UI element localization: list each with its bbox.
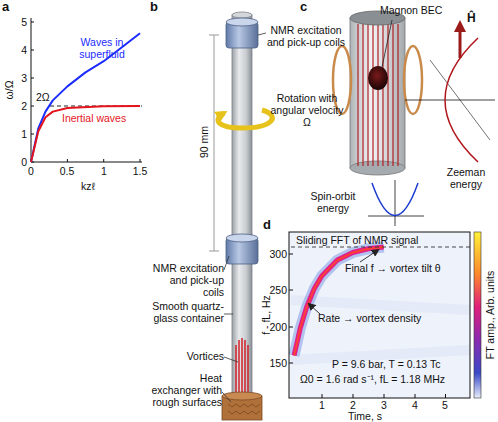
tick-label: 0.5 [55,165,79,177]
dimension-label: 90 mm [198,126,210,158]
tick-label: 1.5 [128,165,152,177]
part-label: Magnon BEC [380,4,442,16]
tick-label: 2 [345,399,361,411]
part-label: Rotation with angular velocity Ω [266,92,348,128]
axis-title: Time, s [348,410,382,422]
tick-label: 300 [266,248,287,260]
parameter-note: Ω0 = 1.6 rad s⁻¹, fL = 1.18 MHz [300,373,445,385]
curve-label: 2Ω [36,91,50,103]
curve-label: Inertial waves [62,112,126,124]
panel-letter: a [2,0,9,15]
tick-label: 5 [437,399,453,411]
dispersion-plot [31,18,142,162]
annotation: Final f → vortex tilt θ [345,262,441,274]
field-label: Ĥ [467,12,476,26]
tick-label: 1 [7,128,27,140]
axis-title: kzℓ [68,180,108,192]
part-label: Vortices [148,350,224,362]
curve-label: Waves in superfluid [62,36,142,60]
tick-label: 1 [92,165,116,177]
tick-label: 4 [407,399,423,411]
panel-letter: c [300,0,307,15]
part-label: Heat exchanger with rough surfaces [148,372,222,408]
curve-label: Zeeman energy [436,166,496,190]
part-label: NMR excitation and pick-up coils [148,262,224,298]
plot-title: Sliding FFT of NMR signal [296,234,418,246]
tick-label: 0 [19,165,43,177]
tick-label: 1 [314,399,330,411]
tick-label: 5 [7,16,27,28]
part-label: Smooth quartz-glass container [148,300,224,324]
panel-letter: b [150,0,158,15]
tick-label: 2 [7,100,27,112]
curve-label: Spin-orbit energy [296,190,370,214]
magnon-bec-illustration [333,11,495,226]
tick-label: 250 [266,284,287,296]
tick-label: 3 [376,399,392,411]
part-label: NMR excitation and pick-up coils [266,24,346,48]
axis-title: ω/Ω [3,81,15,100]
annotation: Rate → vortex density [318,312,421,324]
tick-label: 200 [266,321,287,333]
tick-label: 0 [7,156,27,168]
parameter-note: P = 9.6 bar, T = 0.13 Tc [332,358,440,370]
tick-label: 3 [7,72,27,84]
tick-label: 150 [266,357,287,369]
spectrogram-plot [289,232,481,398]
axis-title: FT amp., Arb. units [484,271,496,360]
tick-label: 4 [7,44,27,56]
panel-letter: d [263,218,271,233]
